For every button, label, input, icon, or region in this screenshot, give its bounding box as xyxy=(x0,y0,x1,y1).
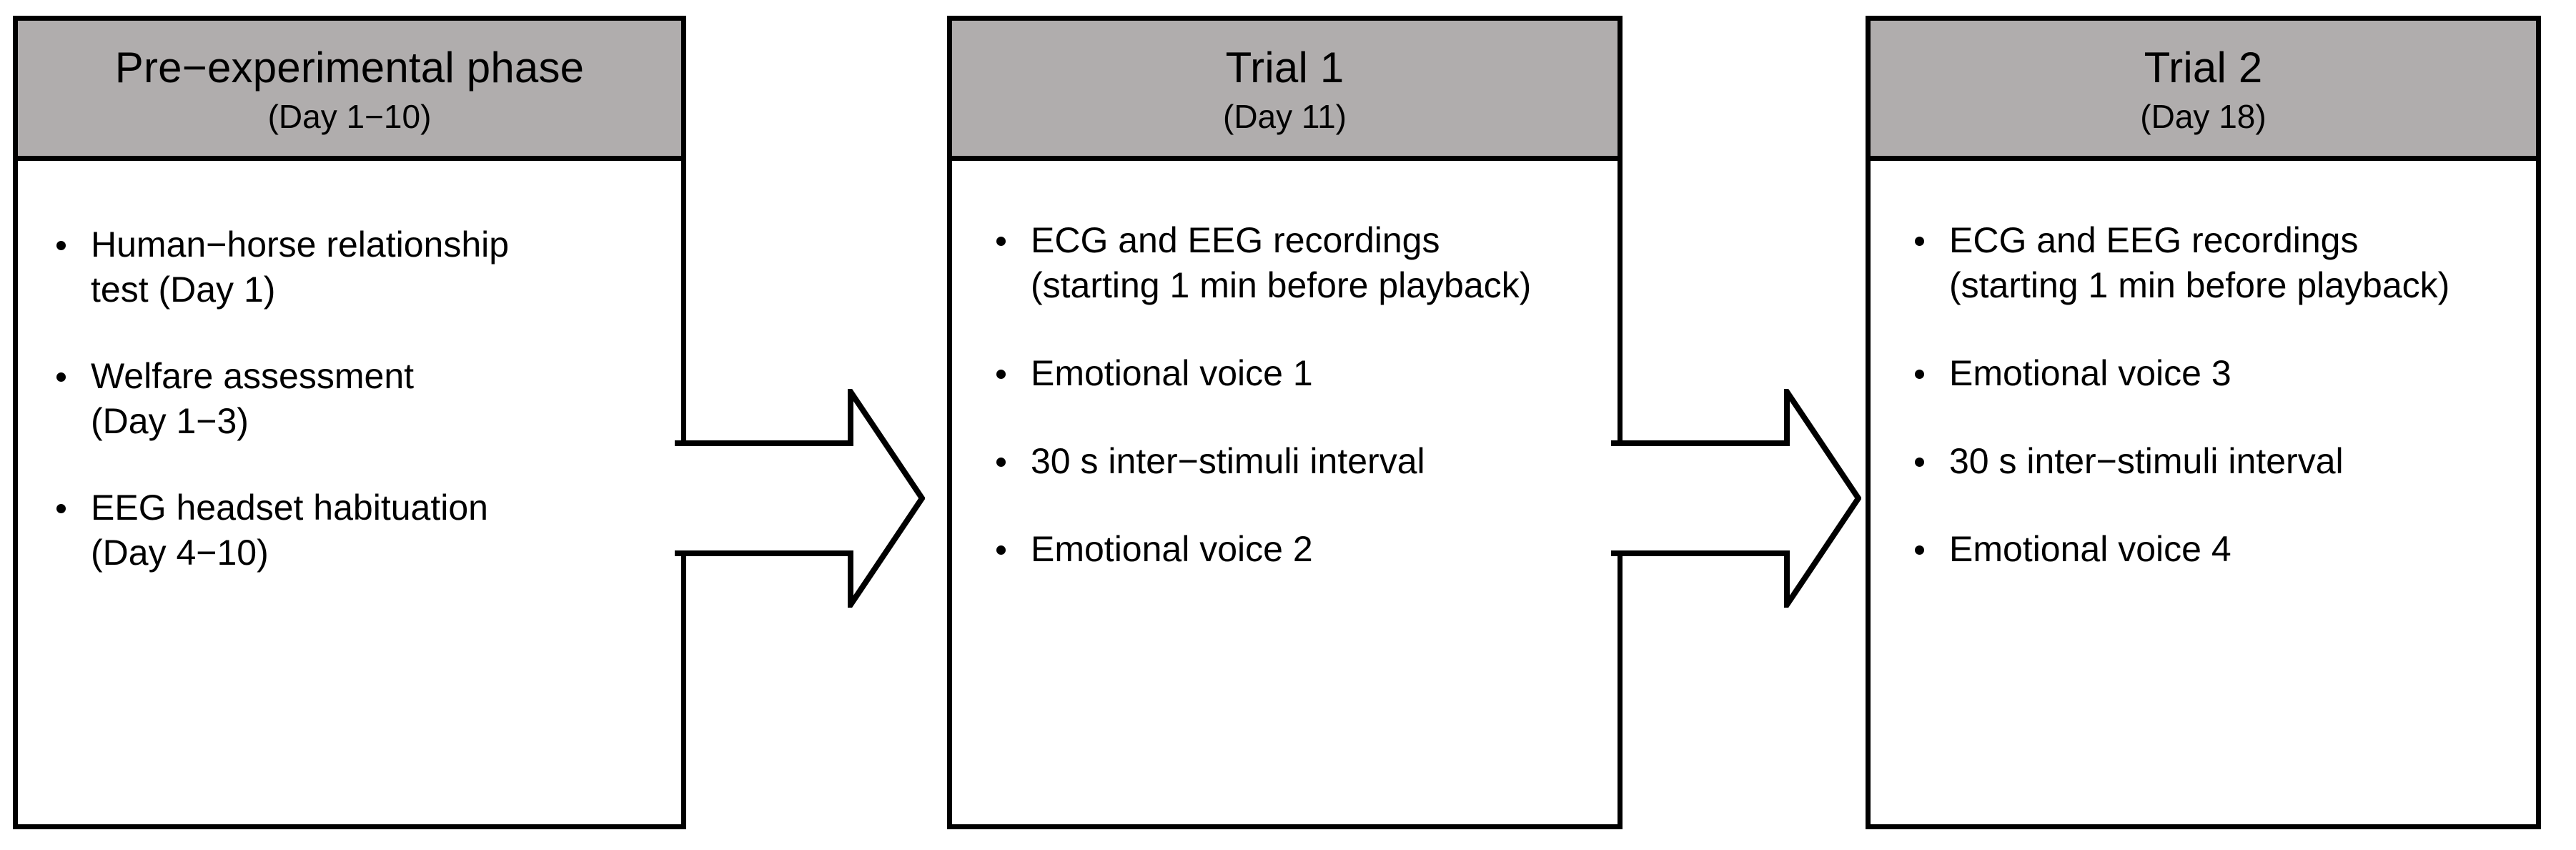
bullet-dot-icon xyxy=(1915,370,1924,379)
phase-header-pre-experimental: Pre−experimental phase (Day 1−10) xyxy=(18,21,681,161)
phase-subtitle: (Day 1−10) xyxy=(267,98,432,136)
bullet-dot-icon xyxy=(1915,237,1924,246)
list-item: ECG and EEG recordings (starting 1 min b… xyxy=(1908,218,2509,308)
list-item-line-1: ECG and EEG recordings xyxy=(1031,220,1440,260)
phase-box-trial-2: Trial 2 (Day 18) ECG and EEG recordings … xyxy=(1866,16,2541,829)
bullet-dot-icon xyxy=(56,372,66,382)
arrow-right-icon-pre-to-trial1 xyxy=(675,389,925,608)
list-item: Emotional voice 4 xyxy=(1908,527,2509,572)
list-item: 30 s inter−stimuli interval xyxy=(989,439,1590,484)
list-item: Welfare assessment (Day 1−3) xyxy=(49,354,654,444)
list-item-line-1: Emotional voice 4 xyxy=(1949,529,2231,569)
list-item-line-2: test (Day 1) xyxy=(91,270,276,310)
list-item-line-1: Human−horse relationship xyxy=(91,224,510,265)
bullet-dot-icon xyxy=(996,458,1006,467)
phase-title: Trial 2 xyxy=(2144,44,2263,92)
phase-body-trial-1: ECG and EEG recordings (starting 1 min b… xyxy=(952,161,1618,824)
phase-box-trial-1: Trial 1 (Day 11) ECG and EEG recordings … xyxy=(947,16,1623,829)
bullet-list: ECG and EEG recordings (starting 1 min b… xyxy=(989,218,1590,572)
list-item-line-1: Emotional voice 2 xyxy=(1031,529,1313,569)
list-item-line-2: (starting 1 min before playback) xyxy=(1949,265,2450,305)
list-item-line-1: Emotional voice 3 xyxy=(1949,353,2231,393)
list-item: 30 s inter−stimuli interval xyxy=(1908,439,2509,484)
phase-title: Pre−experimental phase xyxy=(114,44,585,92)
phase-subtitle: (Day 11) xyxy=(1223,98,1347,136)
list-item: EEG headset habituation (Day 4−10) xyxy=(49,485,654,575)
list-item-line-1: 30 s inter−stimuli interval xyxy=(1031,441,1425,481)
arrow-right-icon-trial1-to-trial2 xyxy=(1611,389,1861,608)
bullet-list: ECG and EEG recordings (starting 1 min b… xyxy=(1908,218,2509,572)
list-item-line-1: EEG headset habituation xyxy=(91,488,488,528)
list-item-line-1: ECG and EEG recordings xyxy=(1949,220,2359,260)
phase-header-trial-2: Trial 2 (Day 18) xyxy=(1871,21,2536,161)
bullet-dot-icon xyxy=(996,237,1006,246)
phase-body-trial-2: ECG and EEG recordings (starting 1 min b… xyxy=(1871,161,2536,824)
list-item-line-1: 30 s inter−stimuli interval xyxy=(1949,441,2344,481)
list-item-line-2: (Day 4−10) xyxy=(91,533,269,573)
list-item: Emotional voice 1 xyxy=(989,351,1590,396)
list-item-line-1: Welfare assessment xyxy=(91,356,415,396)
phase-body-pre-experimental: Human−horse relationship test (Day 1) We… xyxy=(18,161,681,824)
phase-title: Trial 1 xyxy=(1225,44,1344,92)
bullet-list: Human−horse relationship test (Day 1) We… xyxy=(49,222,654,575)
list-item-line-2: (Day 1−3) xyxy=(91,401,249,441)
bullet-dot-icon xyxy=(56,241,66,250)
bullet-dot-icon xyxy=(1915,545,1924,555)
list-item: Human−horse relationship test (Day 1) xyxy=(49,222,654,312)
bullet-dot-icon xyxy=(996,370,1006,379)
bullet-dot-icon xyxy=(56,504,66,513)
phase-header-trial-1: Trial 1 (Day 11) xyxy=(952,21,1618,161)
list-item: Emotional voice 2 xyxy=(989,527,1590,572)
list-item: ECG and EEG recordings (starting 1 min b… xyxy=(989,218,1590,308)
bullet-dot-icon xyxy=(996,545,1006,555)
list-item-line-2: (starting 1 min before playback) xyxy=(1031,265,1532,305)
list-item: Emotional voice 3 xyxy=(1908,351,2509,396)
phase-subtitle: (Day 18) xyxy=(2140,98,2267,136)
list-item-line-1: Emotional voice 1 xyxy=(1031,353,1313,393)
phase-box-pre-experimental: Pre−experimental phase (Day 1−10) Human−… xyxy=(13,16,686,829)
bullet-dot-icon xyxy=(1915,458,1924,467)
